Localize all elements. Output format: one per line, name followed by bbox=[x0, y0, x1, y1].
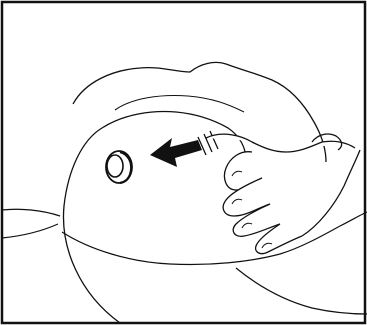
figure-frame bbox=[2, 2, 365, 323]
earplug bbox=[106, 151, 132, 183]
